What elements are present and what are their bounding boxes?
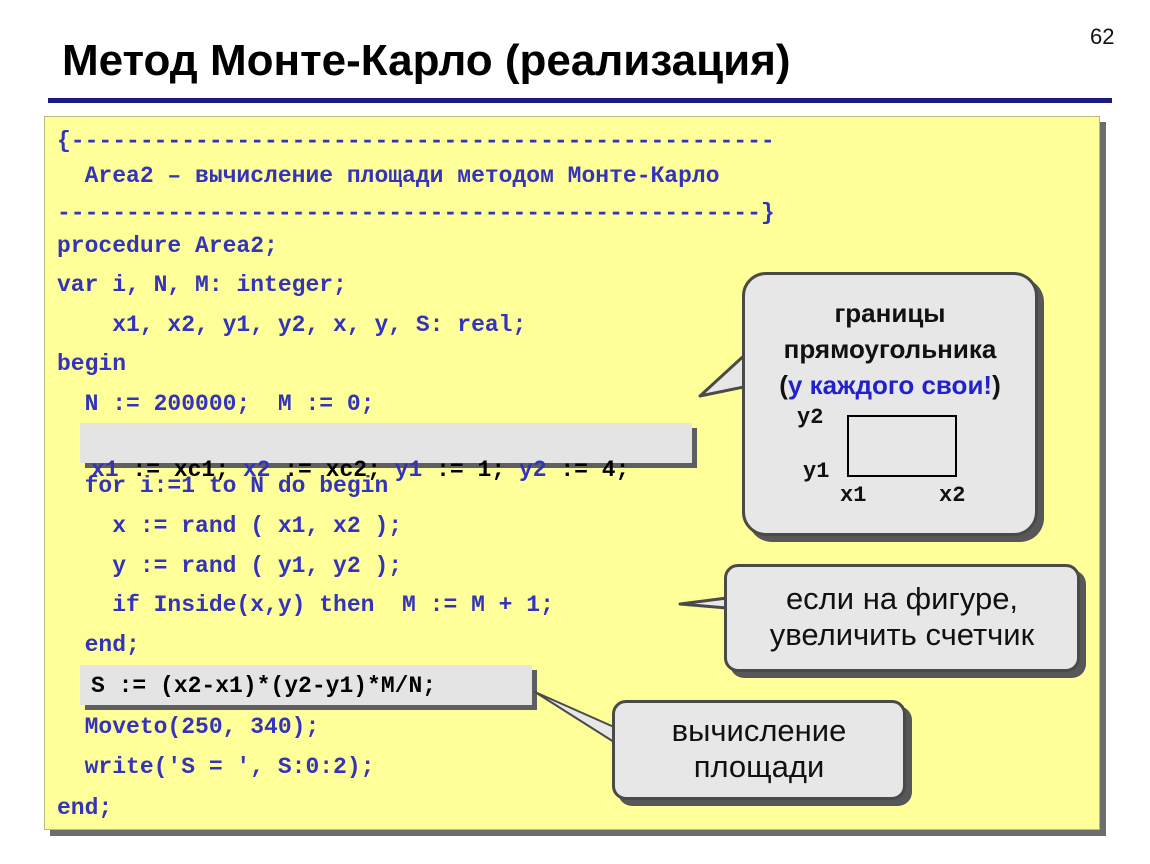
- bounds-y2: y2: [518, 457, 547, 483]
- if-inside-line: if Inside(x,y) then M := M + 1;: [57, 592, 554, 618]
- bounds-line: x1 := xc1; x2 := xc2; y1 := 1; y2 := 4;: [91, 431, 629, 483]
- area-callout: вычисление площади: [612, 700, 906, 800]
- y-rand-line: y := rand ( y1, y2 );: [57, 553, 403, 579]
- bounds-x1-value: := xc1;: [118, 457, 243, 483]
- diagram-x2-label: x2: [939, 483, 966, 508]
- bounds-callout: границы прямоугольника (у каждого свои!)…: [742, 272, 1038, 536]
- moveto-line: Moveto(250, 340);: [57, 714, 320, 740]
- bounds-x2-value: := xc2;: [270, 457, 395, 483]
- close-paren: ): [992, 370, 1001, 400]
- counter-callout: если на фигуре, увеличить счетчик: [724, 564, 1080, 672]
- bounds-callout-line1: границы: [834, 298, 946, 328]
- var-line-2: x1, x2, y1, y2, x, y, S: real;: [57, 312, 527, 338]
- x-rand-line: x := rand ( x1, x2 );: [57, 513, 403, 539]
- counter-callout-line2: увеличить счетчик: [769, 617, 1035, 652]
- area-callout-line1: вычисление: [671, 713, 847, 748]
- bounds-callout-line3: (у каждого свои!): [745, 367, 1035, 403]
- bounds-y1: y1: [394, 457, 423, 483]
- diagram-y1-label: y1: [803, 459, 830, 484]
- procedure-line: procedure Area2;: [57, 233, 278, 259]
- counter-callout-text: если на фигуре, увеличить счетчик: [727, 581, 1077, 653]
- diagram-rectangle: [847, 415, 957, 477]
- for-line: for i:=1 to N do begin: [57, 473, 389, 499]
- title-divider: [48, 98, 1112, 103]
- diagram-y2-label: y2: [797, 405, 824, 430]
- comment-close-line: ----------------------------------------…: [57, 200, 775, 226]
- counter-callout-line1: если на фигуре,: [785, 581, 1019, 616]
- end-outer-line: end;: [57, 795, 113, 821]
- area-callout-text: вычисление площади: [615, 713, 903, 785]
- bounds-y2-value: := 4;: [546, 457, 630, 483]
- area-line-highlight: [80, 665, 532, 705]
- slide-title: Метод Монте-Карло (реализация): [62, 36, 791, 85]
- bounds-x2: x2: [242, 457, 271, 483]
- area-callout-line2: площади: [693, 749, 825, 784]
- var-line: var i, N, M: integer;: [57, 272, 347, 298]
- bounds-line-highlight: [80, 423, 692, 463]
- init-line: N := 200000; M := 0;: [57, 391, 375, 417]
- slide-number: 62: [1090, 24, 1115, 49]
- comment-text-line: Area2 – вычисление площади методом Монте…: [57, 163, 720, 189]
- open-paren: (: [779, 370, 788, 400]
- end-inner-line: end;: [57, 632, 140, 658]
- bounds-callout-line2: прямоугольника: [783, 334, 997, 364]
- comment-open-line: {---------------------------------------…: [57, 128, 775, 154]
- write-line: write('S = ', S:0:2);: [57, 754, 375, 780]
- diagram-x1-label: x1: [840, 483, 867, 508]
- bounds-warning: у каждого свои!: [787, 370, 993, 400]
- begin-line: begin: [57, 351, 127, 377]
- bounds-y1-value: := 1;: [422, 457, 519, 483]
- bounds-callout-text: границы прямоугольника (у каждого свои!): [745, 295, 1035, 403]
- area-line: S := (x2-x1)*(y2-y1)*M/N;: [91, 673, 437, 699]
- bounds-x1: x1: [91, 457, 119, 483]
